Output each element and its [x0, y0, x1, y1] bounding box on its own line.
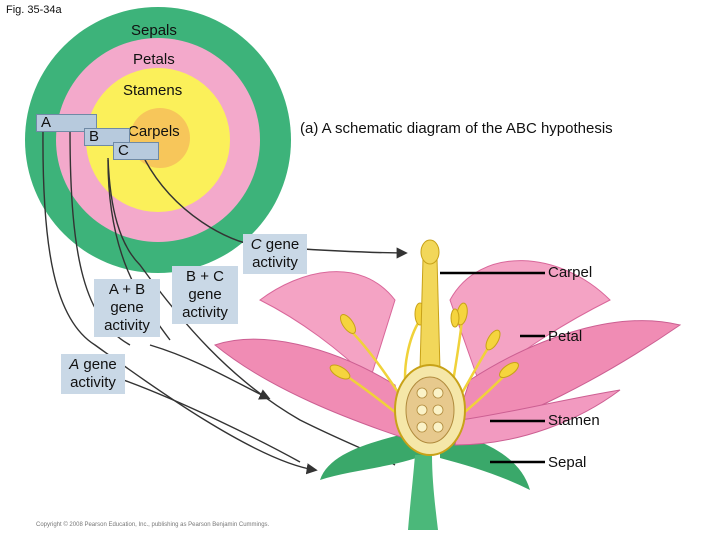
c-gene-activity-box: C gene activity: [243, 234, 307, 274]
a-b-gene-line2: gene: [110, 299, 144, 316]
arrow-b-to-petal: [107, 157, 396, 466]
c-gene-word: gene: [261, 236, 300, 253]
flower-illustration: [213, 239, 682, 530]
diagram-title: (a) A schematic diagram of the ABC hypot…: [300, 120, 613, 137]
arrow-ab-to-petal: [149, 344, 271, 400]
petal-label: Petal: [548, 328, 583, 345]
connector-arrows: [42, 129, 408, 475]
gene-b-bar: B: [84, 128, 130, 146]
carpel-stigma: [420, 239, 440, 265]
a-b-gene-activity-box: A + B gene activity: [94, 279, 160, 337]
carpel-label: Carpel: [548, 264, 593, 281]
concentric-rings: [25, 7, 291, 273]
sepals-label: Sepals: [131, 22, 177, 39]
a-gene-word: gene: [79, 356, 117, 373]
a-b-gene-line1: A + B: [108, 281, 146, 298]
a-b-gene-line3: activity: [104, 317, 150, 334]
stamen-label: Stamen: [548, 412, 600, 429]
petal-front-left: [213, 338, 411, 441]
ovary-inner: [405, 376, 455, 444]
petals-label: Petals: [133, 51, 175, 68]
arrow-a-to-sepal: [42, 129, 318, 475]
stem: [408, 455, 438, 530]
figure-label: Fig. 35-34a: [6, 4, 62, 16]
gene-c-bar: C: [113, 142, 159, 160]
a-gene-letter: A: [69, 356, 80, 373]
carpel-style: [419, 257, 441, 371]
ovules: [416, 387, 444, 433]
a-gene-activity-word: activity: [70, 374, 116, 391]
petal-front-lower-right: [454, 389, 621, 446]
gene-a-bar: A: [36, 114, 97, 132]
sepal-left: [320, 430, 425, 480]
arrow-a-to-sepal-2: [117, 377, 301, 463]
b-c-gene-line1: B + C: [186, 268, 224, 285]
carpels-label: Carpels: [128, 123, 180, 140]
b-c-gene-activity-box: B + C gene activity: [172, 266, 238, 324]
petal-back-left: [259, 271, 396, 381]
stamens-label: Stamens: [123, 82, 183, 99]
sepal-label: Sepal: [548, 454, 587, 471]
copyright-notice: Copyright © 2008 Pearson Education, Inc.…: [36, 522, 270, 528]
b-c-gene-line3: activity: [182, 304, 228, 321]
b-c-gene-line2: gene: [188, 286, 222, 303]
c-gene-letter: C: [250, 236, 262, 253]
part-leader-lines: [440, 271, 545, 464]
a-gene-activity-box: A gene activity: [61, 354, 125, 394]
stamen-anthers: [329, 302, 519, 380]
c-gene-activity-word: activity: [252, 254, 298, 271]
